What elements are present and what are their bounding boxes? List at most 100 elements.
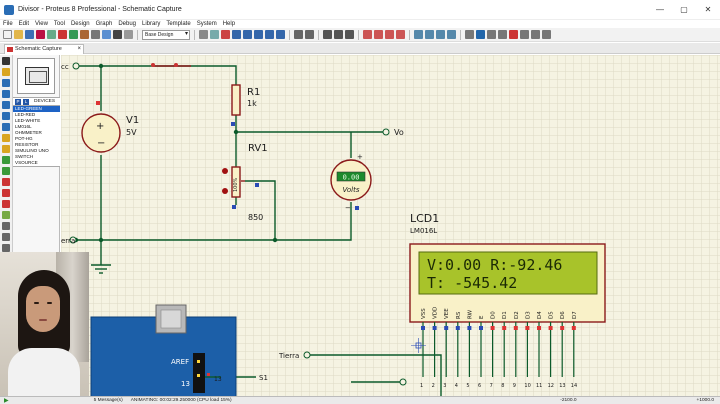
terminal-vcc[interactable] (72, 62, 80, 70)
schematic-canvas[interactable]: + − 100% 0.00 Volts + − (61, 55, 720, 396)
exit-to-parent-icon[interactable] (520, 30, 529, 39)
device-item[interactable]: LM016L (15, 124, 32, 129)
device-item[interactable]: OHMMETER (15, 130, 42, 135)
pick-device-icon[interactable] (414, 30, 423, 39)
current-probe-icon[interactable] (2, 200, 10, 208)
redo-icon[interactable] (305, 30, 314, 39)
graph-mode-icon[interactable] (2, 156, 10, 164)
property-assignment-icon[interactable] (487, 30, 496, 39)
device-item[interactable]: SIMULINO UNO (15, 148, 49, 153)
line-icon[interactable] (2, 222, 10, 230)
circle-icon[interactable] (2, 244, 10, 252)
close-tab-icon[interactable]: × (77, 46, 81, 52)
device-pins-icon[interactable] (2, 145, 10, 153)
menu-debug[interactable]: Debug (118, 21, 136, 27)
zoom-all-icon[interactable] (265, 30, 274, 39)
library-manager-button[interactable]: L (23, 98, 29, 105)
menu-file[interactable]: File (3, 21, 13, 27)
rv1-potentiometer[interactable]: 100% (222, 166, 259, 209)
make-device-icon[interactable] (425, 30, 434, 39)
voltmeter[interactable]: 0.00 Volts + − (330, 153, 372, 212)
new-sheet-icon[interactable] (498, 30, 507, 39)
terminal-vo-bottom[interactable] (399, 378, 407, 386)
paste-icon[interactable] (345, 30, 354, 39)
home-icon[interactable] (47, 30, 56, 39)
save-icon[interactable] (25, 30, 34, 39)
device-item[interactable]: VSOURCE (15, 160, 38, 165)
block-rotate-icon[interactable] (385, 30, 394, 39)
tab-schematic-capture[interactable]: Schematic Capture × (4, 44, 84, 54)
refresh-icon[interactable] (199, 30, 208, 39)
menu-tool[interactable]: Tool (53, 21, 65, 27)
undo-icon[interactable] (294, 30, 303, 39)
voltage-probe-icon[interactable] (2, 189, 10, 197)
menu-graph[interactable]: Graph (95, 21, 113, 27)
new-file-icon[interactable] (3, 30, 12, 39)
menu-help[interactable]: Help (222, 21, 236, 27)
copy-icon[interactable] (334, 30, 343, 39)
block-move-icon[interactable] (374, 30, 383, 39)
gerber-icon[interactable] (80, 30, 89, 39)
source-code-icon[interactable] (113, 30, 122, 39)
lcd-display[interactable]: V:0.00 R:-92.46 T: -545.42 VSS1VDD2VEE3R… (409, 243, 606, 389)
maximize-button[interactable]: ▢ (680, 5, 688, 14)
component-mode-icon[interactable] (2, 68, 10, 76)
menu-edit[interactable]: Edit (18, 21, 30, 27)
rv1-adjust-down-icon[interactable] (222, 188, 228, 194)
selection-mode-icon[interactable] (2, 57, 10, 65)
menu-library[interactable]: Library (142, 21, 161, 27)
buses-icon[interactable] (2, 112, 10, 120)
design-select[interactable]: Base Design (142, 29, 190, 40)
menu-template[interactable]: Template (166, 21, 191, 27)
device-item[interactable]: LED-GREEN (13, 106, 60, 112)
terminals-icon[interactable] (2, 134, 10, 142)
bill-of-materials-icon[interactable] (531, 30, 540, 39)
zoom-in-icon[interactable] (243, 30, 252, 39)
minimize-button[interactable]: — (656, 5, 664, 14)
pcb-icon[interactable] (69, 30, 78, 39)
tape-recorder-icon[interactable] (2, 167, 10, 175)
close-project-icon[interactable] (36, 30, 45, 39)
schematic-icon[interactable] (58, 30, 67, 39)
device-item[interactable]: RESISTOR (15, 142, 39, 147)
menu-system[interactable]: System (196, 21, 217, 27)
box-icon[interactable] (2, 233, 10, 241)
v1-source[interactable]: + − (81, 101, 121, 153)
switch-top[interactable] (151, 63, 191, 67)
generator-icon[interactable] (2, 178, 10, 186)
zoom-area-icon[interactable] (276, 30, 285, 39)
text-script-icon[interactable] (2, 101, 10, 109)
terminal-vo[interactable] (382, 128, 390, 136)
packaging-tool-icon[interactable] (436, 30, 445, 39)
play-icon[interactable]: ▶ (4, 398, 9, 404)
zoom-out-icon[interactable] (254, 30, 263, 39)
device-item[interactable]: SWITCH (15, 154, 34, 159)
subcircuit-icon[interactable] (2, 123, 10, 131)
terminal-tierra[interactable] (69, 236, 77, 244)
close-button[interactable]: ✕ (704, 5, 712, 14)
pan-icon[interactable] (232, 30, 241, 39)
pick-devices-button[interactable]: P (15, 98, 21, 105)
decompose-icon[interactable] (447, 30, 456, 39)
3d-view-icon[interactable] (102, 30, 111, 39)
rv1-adjust-up-icon[interactable] (222, 168, 228, 174)
search-tag-icon[interactable] (476, 30, 485, 39)
r1-resistor[interactable] (231, 84, 241, 126)
device-item[interactable]: POT-HG (15, 136, 33, 141)
help-icon[interactable] (124, 30, 133, 39)
wire-label-icon[interactable] (2, 90, 10, 98)
status-messages[interactable]: 5 Message(s) (93, 398, 123, 403)
netlist-icon[interactable] (542, 30, 551, 39)
block-copy-icon[interactable] (363, 30, 372, 39)
menu-design[interactable]: Design (70, 21, 90, 27)
menu-view[interactable]: View (35, 21, 48, 27)
terminal-tierra-bottom[interactable] (303, 351, 311, 359)
virtual-instruments-icon[interactable] (2, 211, 10, 219)
bom-icon[interactable] (91, 30, 100, 39)
remove-sheet-icon[interactable] (509, 30, 518, 39)
arduino-board[interactable]: AREF 13 (90, 304, 237, 396)
junction-dot-icon[interactable] (2, 79, 10, 87)
block-delete-icon[interactable] (396, 30, 405, 39)
wire-autorouter-icon[interactable] (465, 30, 474, 39)
device-item[interactable]: LED-WHITE (15, 118, 41, 123)
